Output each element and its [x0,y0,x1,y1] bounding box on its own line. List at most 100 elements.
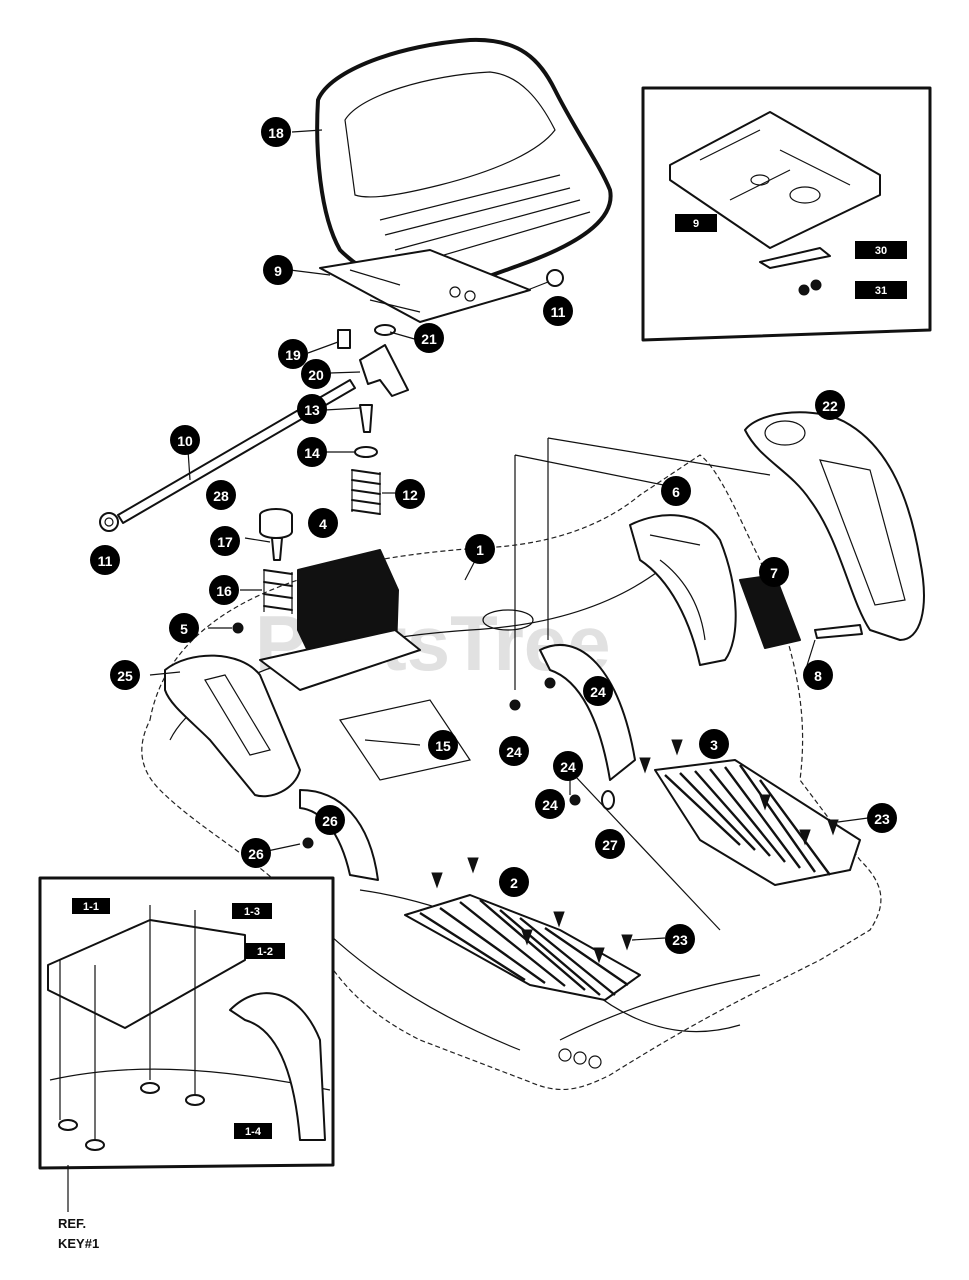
inset-seat-mount [641,86,932,342]
callout-15: 15 [428,730,458,760]
tag-label: 9 [693,218,699,230]
callout-label: 21 [421,331,437,347]
fastener-5 [232,622,244,634]
callout-label: 24 [542,797,558,813]
bolt-19 [337,329,351,349]
callout-label: 13 [304,402,320,418]
inset-ref-key [38,876,335,1212]
foot-mat-right [654,759,861,886]
callout-label: 3 [710,737,718,753]
washer-21 [374,324,396,336]
callout-24: 24 [535,789,565,819]
callout-16: 16 [209,575,239,605]
callout-11: 11 [543,296,573,326]
tag-label: 1-4 [245,1126,262,1138]
callout-label: 26 [322,813,338,829]
callout-3: 3 [699,729,729,759]
callout-25: 25 [110,660,140,690]
callout-8: 8 [803,660,833,690]
callout-label: 26 [248,846,264,862]
callout-label: 17 [217,534,233,550]
callout-label: 22 [822,398,838,414]
screw-24a [544,677,556,689]
callout-5: 5 [169,613,199,643]
callout-12: 12 [395,479,425,509]
callout-label: 12 [402,487,418,503]
callout-label: 23 [874,811,890,827]
callout-label: 10 [177,433,193,449]
callout-1: 1 [465,534,495,564]
callout-11: 11 [90,545,120,575]
callout-label: 23 [672,932,688,948]
callout-13: 13 [297,394,327,424]
tag-label: 1-2 [257,946,273,958]
callout-label: 7 [770,565,778,581]
callout-label: 20 [308,367,324,383]
bracket-20 [359,344,409,397]
callout-24: 24 [499,736,529,766]
callout-label: 24 [590,684,606,700]
callout-4: 4 [308,508,338,538]
callout-label: 5 [180,621,188,637]
callout-20: 20 [301,359,331,389]
battery-box [259,549,421,691]
washer-27 [601,790,615,810]
screw-24b [509,699,521,711]
callout-28: 28 [206,480,236,510]
tag-label: 30 [875,245,887,257]
tag-1-2: 1-2 [245,943,285,959]
callout-label: 15 [435,738,451,754]
callout-19: 19 [278,339,308,369]
push-pins [431,739,839,964]
spring-16 [263,569,293,614]
callout-23: 23 [665,924,695,954]
callout-label: 18 [268,125,284,141]
ref-key-line2: KEY#1 [58,1236,99,1251]
left-fender-pad [164,654,301,798]
screw-24c [569,794,581,806]
bolt-8 [814,624,863,639]
callout-label: 14 [304,445,320,461]
callout-7: 7 [759,557,789,587]
callout-label: 28 [213,488,229,504]
left-side-panel [299,789,379,881]
callout-label: 6 [672,484,680,500]
tag-label: 1-1 [83,901,99,913]
right-cover [744,411,925,641]
tag-31: 31 [855,281,907,299]
bumper-28 [259,508,293,539]
seat [315,37,613,295]
right-side-strip [539,644,636,781]
seat-pan [319,249,531,323]
tag-1-1: 1-1 [72,898,110,914]
main-callouts: 1234567891011111213141516171819202122232… [90,117,897,954]
callout-label: 8 [814,668,822,684]
callout-label: 9 [274,263,282,279]
tag-9: 9 [675,214,717,232]
callout-24: 24 [583,676,613,706]
tag-label: 1-3 [244,906,260,918]
callout-2: 2 [499,867,529,897]
callout-label: 27 [602,837,618,853]
screw-26 [302,837,314,849]
callout-17: 17 [210,526,240,556]
callout-24: 24 [553,751,583,781]
callout-26: 26 [315,805,345,835]
callout-23: 23 [867,803,897,833]
washer-14 [354,446,378,458]
bolt-17 [271,537,283,561]
spring-12 [351,469,381,515]
tag-1-3: 1-3 [232,903,272,919]
tag-label: 31 [875,285,887,297]
callout-14: 14 [297,437,327,467]
tag-30: 30 [855,241,907,259]
ref-key-line1: REF. [58,1216,86,1231]
callout-label: 1 [476,542,484,558]
callout-10: 10 [170,425,200,455]
callout-label: 24 [560,759,576,775]
callout-label: 16 [216,583,232,599]
callout-26: 26 [241,838,271,868]
callout-label: 2 [510,875,518,891]
